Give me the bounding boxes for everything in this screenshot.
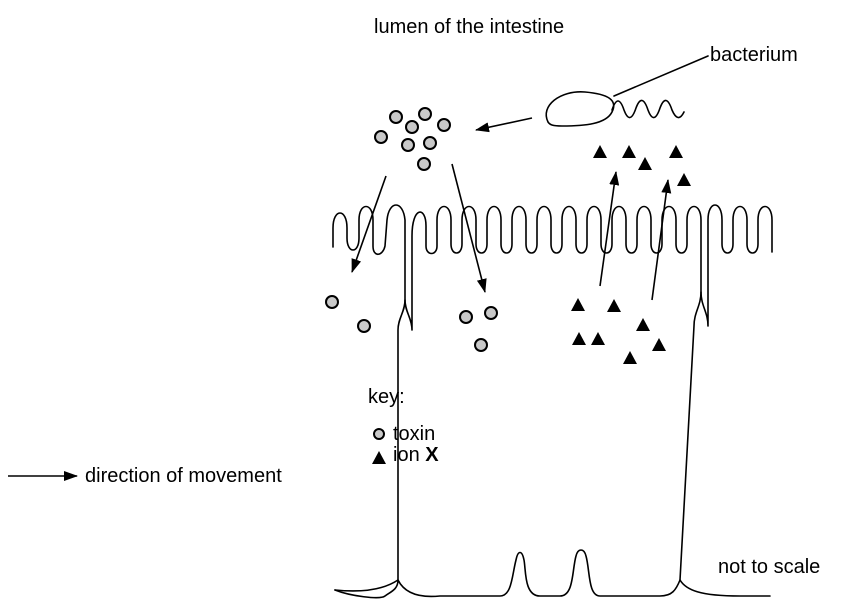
bacterium-to-toxin-arrow <box>476 118 532 130</box>
key-toxin-label: toxin <box>393 423 435 445</box>
ion-arrow-right <box>652 180 668 300</box>
toxin-arrow-right <box>452 164 485 292</box>
bacterium-label: bacterium <box>710 44 798 66</box>
toxin-cluster-left-cell <box>326 296 370 332</box>
ion-arrow-left <box>600 172 616 286</box>
basal-membrane <box>335 550 770 596</box>
key-ion-letter: X <box>425 444 438 466</box>
key-ion-label: ion X <box>393 444 439 466</box>
ion-cluster-lumen <box>593 145 691 186</box>
key-ion-prefix: ion <box>393 444 425 466</box>
bacterium-leader-line <box>614 56 708 96</box>
key-direction-label: direction of movement <box>85 465 282 487</box>
toxin-arrow-left <box>352 176 386 272</box>
ion-cluster-cell <box>571 298 666 364</box>
not-to-scale-label: not to scale <box>718 556 820 578</box>
key-toxin-symbol <box>374 429 384 439</box>
key-title: key: <box>368 386 405 408</box>
lumen-label: lumen of the intestine <box>374 16 564 38</box>
bacterium-shape <box>546 92 684 126</box>
toxin-cluster-lumen <box>375 108 450 170</box>
toxin-cluster-middle-cell <box>460 307 497 351</box>
key-ion-symbol <box>372 451 386 464</box>
